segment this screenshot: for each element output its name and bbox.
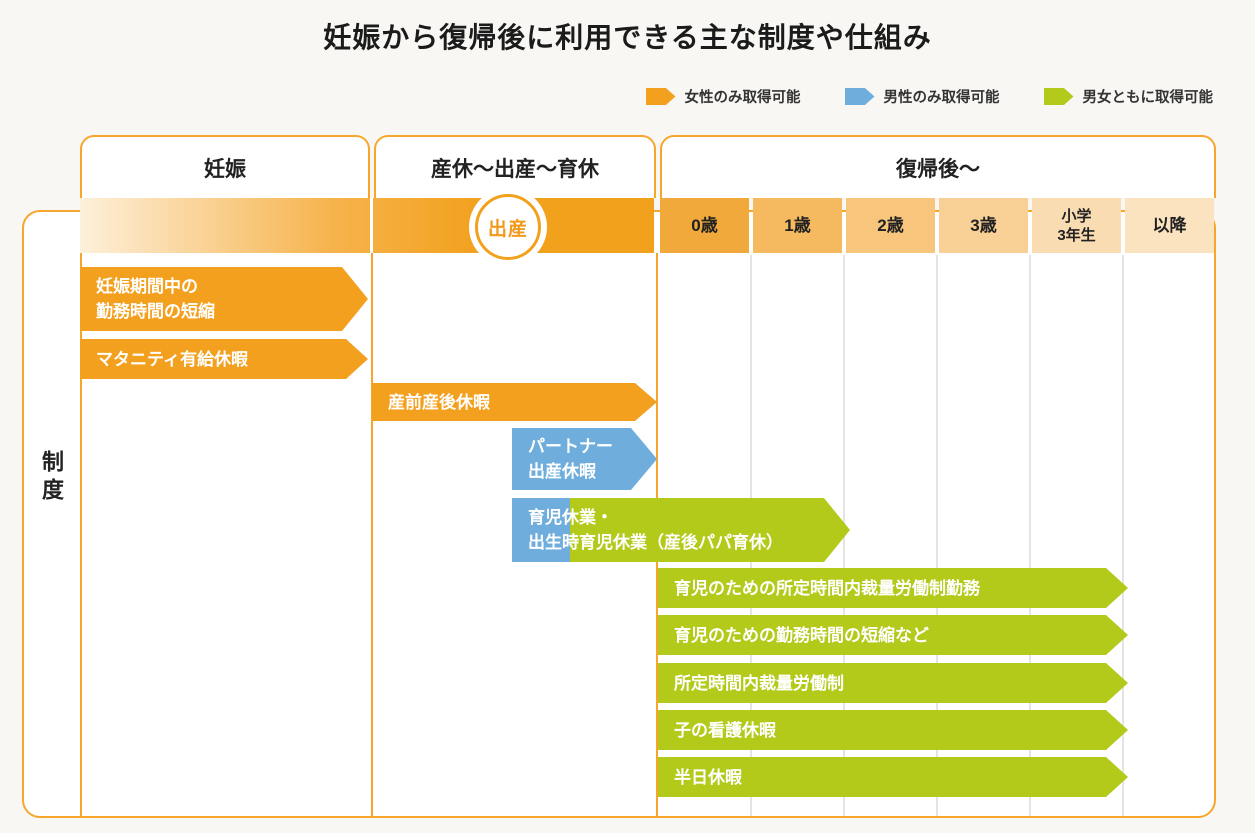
timeline-band <box>80 198 654 253</box>
bar-shorter-hours-childcare: 育児のための勤務時間の短縮など <box>658 615 1128 655</box>
column-divider <box>80 210 82 818</box>
age-label: 2歳 <box>877 216 904 235</box>
legend-item-female: 女性のみ取得可能 <box>645 86 801 107</box>
bar-label: 妊娠期間中の <box>96 277 198 296</box>
age-label: 小学 <box>1061 207 1092 225</box>
bar-half-day-leave: 半日休暇 <box>658 757 1128 797</box>
phase-header-leave-birth: 産休〜出産〜育休 <box>374 135 656 198</box>
gridline <box>1122 255 1124 816</box>
bar-label: 勤務時間の短縮 <box>96 302 215 321</box>
bar-discretionary-work-childcare: 育児のための所定時間内裁量労働制勤務 <box>658 568 1128 608</box>
timeline-band-gap <box>370 198 373 253</box>
phase-header-pregnancy: 妊娠 <box>80 135 370 198</box>
legend-label: 女性のみ取得可能 <box>684 90 801 106</box>
phase-header-after-return: 復帰後〜 <box>660 135 1216 198</box>
bar-label: 産前産後休暇 <box>388 392 490 412</box>
gridline <box>936 255 938 816</box>
age-cell-after: 以降 <box>1125 198 1214 253</box>
bar-discretionary-work: 所定時間内裁量労働制 <box>658 663 1128 703</box>
row-label-system: 制度 <box>39 450 64 506</box>
bar-label: 出生時育児休業（産後パパ育休） <box>528 533 783 552</box>
age-label: 1歳 <box>784 216 811 235</box>
bar-label: マタニティ有給休暇 <box>96 349 248 369</box>
gridline <box>1029 255 1031 816</box>
female-arrow-icon <box>645 88 676 105</box>
age-cell-3: 3歳 <box>939 198 1028 253</box>
bar-childcare-leave: 育児休業・ 出生時育児休業（産後パパ育休） <box>512 498 850 562</box>
age-cell-1: 1歳 <box>753 198 842 253</box>
age-label: 以降 <box>1152 216 1187 235</box>
page-title: 妊娠から復帰後に利用できる主な制度や仕組み <box>323 22 932 53</box>
age-cell-elementary: 小学 3年生 <box>1032 198 1121 253</box>
male-arrow-icon <box>844 88 875 105</box>
legend-item-both: 男女ともに取得可能 <box>1043 86 1214 107</box>
bar-pre-post-natal-leave: 産前産後休暇 <box>372 383 657 421</box>
age-cell-0: 0歳 <box>660 198 749 253</box>
bar-label: 所定時間内裁量労働制 <box>674 673 844 693</box>
legend-label: 男女ともに取得可能 <box>1082 90 1214 106</box>
bar-pregnancy-shorter-hours: 妊娠期間中の 勤務時間の短縮 <box>80 267 368 331</box>
age-cell-2: 2歳 <box>846 198 935 253</box>
bar-label: パートナー <box>528 437 613 456</box>
legend-item-male: 男性のみ取得可能 <box>844 86 1000 107</box>
age-label: 3歳 <box>970 216 997 235</box>
bar-partner-birth-leave: パートナー 出産休暇 <box>512 428 657 490</box>
age-label: 0歳 <box>691 216 718 235</box>
age-label: 3年生 <box>1057 226 1096 244</box>
bar-label: 育児のための勤務時間の短縮など <box>674 625 929 645</box>
column-divider <box>371 253 373 818</box>
bar-label: 育児のための所定時間内裁量労働制勤務 <box>674 578 980 598</box>
both-arrow-icon <box>1043 88 1074 105</box>
bar-label: 子の看護休暇 <box>674 720 776 740</box>
bar-maternity-paid-leave: マタニティ有給休暇 <box>80 339 368 379</box>
bar-label: 出産休暇 <box>528 462 596 481</box>
legend-label: 男性のみ取得可能 <box>883 90 1000 106</box>
birth-circle: 出産 <box>469 188 547 266</box>
bar-child-nursing-leave: 子の看護休暇 <box>658 710 1128 750</box>
bar-label: 育児休業・ <box>528 508 613 527</box>
birth-circle-label: 出産 <box>475 194 541 260</box>
bar-label: 半日休暇 <box>674 767 742 787</box>
legend: 女性のみ取得可能 男性のみ取得可能 男女ともに取得可能 <box>645 86 1214 107</box>
